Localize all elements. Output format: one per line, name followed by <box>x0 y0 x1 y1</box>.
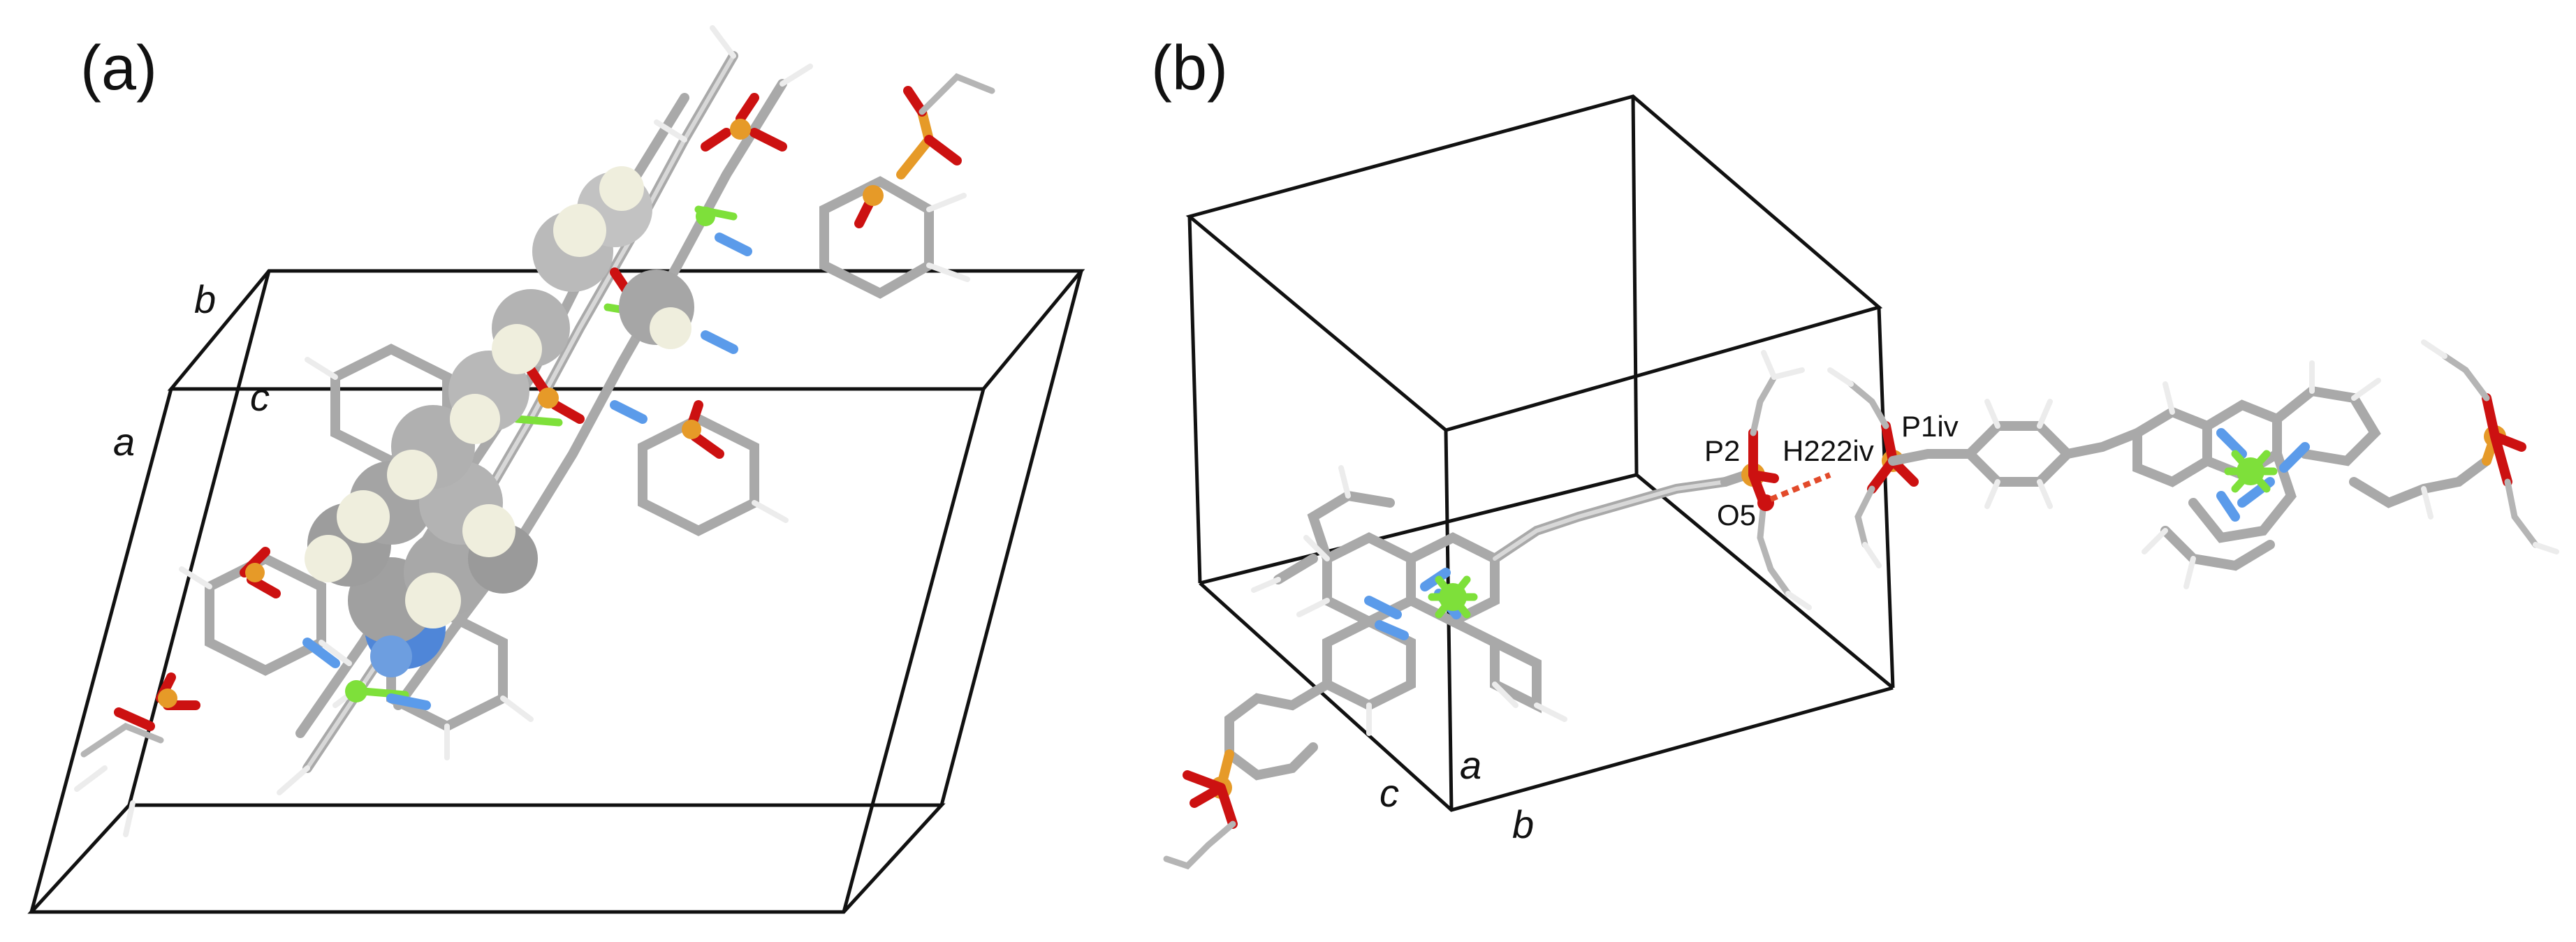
panel-a-label: (a) <box>80 34 157 103</box>
complex-right-ring-3 <box>2272 385 2381 466</box>
panel-b-central-phosphonates <box>1720 350 1919 610</box>
cell-b-edge-3 <box>1877 307 1895 689</box>
stack-a-backbone-2 <box>393 79 787 710</box>
spacefill-hydrogen-9 <box>305 535 352 582</box>
spacefill-hydrogen-2 <box>462 504 515 557</box>
atom-label-p1iv: P1iv <box>1901 410 1959 443</box>
complex-left-ring-5 <box>1273 490 1395 584</box>
p1iv-ethyls <box>1847 381 1889 548</box>
panel-a: (a) b c a <box>27 25 1085 914</box>
stack-a-ethyl-1 <box>80 722 164 758</box>
cell-b-edge-1 <box>1187 216 1202 584</box>
panel-b-complex-left <box>1163 465 1730 870</box>
complex-right-ethyls <box>2441 353 2539 548</box>
stack-a-phosphorus-7 <box>863 185 884 206</box>
stack-a-spacefill-molecule <box>305 166 694 677</box>
panel-b-complex-right <box>1888 339 2559 589</box>
complex-right-hydrogens <box>1984 339 2559 589</box>
cell-a-bottom-face <box>27 803 946 914</box>
complex-left-ring-1 <box>1322 532 1416 627</box>
cell-b-bottom-back <box>1199 473 1894 689</box>
complex-right-phenyl <box>1963 421 2074 487</box>
complex-left-phenyl <box>1224 679 1332 781</box>
cell-a-edge-2 <box>939 270 1083 806</box>
p2-oxygens <box>1748 428 1779 508</box>
complex-right-link-2 <box>2063 428 2142 459</box>
atom-label-h222iv: H222iv <box>1783 434 1874 467</box>
central-hydrogens <box>1761 350 1882 610</box>
stack-a-phosphorus-3 <box>730 119 751 140</box>
spacefill-hydrogen-7 <box>553 204 606 257</box>
complex-right-ring-6 <box>2160 526 2275 571</box>
complex-right-ring-4 <box>2188 449 2297 543</box>
stack-a-ring-1 <box>205 553 326 676</box>
panel-a-axis-c: c <box>250 375 270 419</box>
stack-a-nitrogen-bonds <box>302 233 752 710</box>
complex-left-metal-atom <box>1439 583 1467 611</box>
panel-a-molecule-stack <box>74 25 995 837</box>
spacefill-hydrogen-1 <box>405 573 461 628</box>
complex-left-linker-highlight <box>1493 480 1727 561</box>
spacefill-hydrogen-5 <box>450 394 500 444</box>
stack-a-metal-atom-2 <box>696 207 715 226</box>
panel-b: (b) c a b <box>1151 34 2559 870</box>
complex-right-metal-atom <box>2237 457 2264 485</box>
stack-a-phosphorus-5 <box>538 388 559 409</box>
complex-left-ring-2 <box>1406 532 1500 627</box>
stack-a-phosphorus-2 <box>245 563 265 582</box>
panel-b-axis-a: a <box>1460 743 1481 787</box>
stack-a-ethyl-phosphonate <box>896 107 935 179</box>
panel-b-label: (b) <box>1151 34 1228 103</box>
panel-a-axis-b: b <box>194 277 216 321</box>
complex-right-nitrogen-bonds <box>2216 428 2310 522</box>
cell-b-edge-4 <box>1631 96 1639 476</box>
stack-a-phosphorus-6 <box>682 420 701 439</box>
atom-label-p2: P2 <box>1704 434 1740 467</box>
complex-right-link-1 <box>1888 449 1975 466</box>
stack-a-metal-atom <box>345 680 367 702</box>
atom-label-o5: O5 <box>1717 499 1756 531</box>
complex-right-p-oxygens <box>2482 393 2526 487</box>
complex-right-ring-5 <box>2349 456 2491 508</box>
spacefill-hydrogen-8 <box>599 166 644 211</box>
stack-a-oxygen-5 <box>526 365 585 424</box>
spacefill-nitrogen-2 <box>370 635 412 677</box>
panel-b-axis-b: b <box>1512 802 1534 846</box>
p2-ethyls <box>1750 374 1792 597</box>
stack-a-ethyl-2 <box>919 73 995 115</box>
spacefill-hydrogen-4 <box>387 450 437 500</box>
spacefill-hydrogen-3 <box>337 490 390 543</box>
spacefill-hydrogen-6 <box>492 324 542 374</box>
complex-left-p-oxygens <box>1183 770 1238 829</box>
panel-a-axis-a: a <box>113 420 135 464</box>
cell-a-edge-3 <box>842 388 986 913</box>
panel-b-axis-c: c <box>1380 771 1399 815</box>
cell-a-edge-1 <box>127 270 271 806</box>
spacefill-hydrogen-10 <box>650 307 691 349</box>
cell-a-edge-4 <box>29 388 173 913</box>
complex-left-ring-4 <box>1450 617 1542 714</box>
complex-left-ethyl <box>1163 820 1236 870</box>
panel-a-unit-cell <box>27 269 1085 914</box>
stack-a-phosphorus-1 <box>158 689 177 708</box>
complex-right-ring-1 <box>2132 406 2212 487</box>
oxygen-o5 <box>1757 494 1774 511</box>
stack-a-oxygen-3 <box>701 93 787 152</box>
hydrogen-bond-o5-h222iv <box>1769 472 1831 502</box>
cell-b-bottom-front <box>1199 582 1894 812</box>
